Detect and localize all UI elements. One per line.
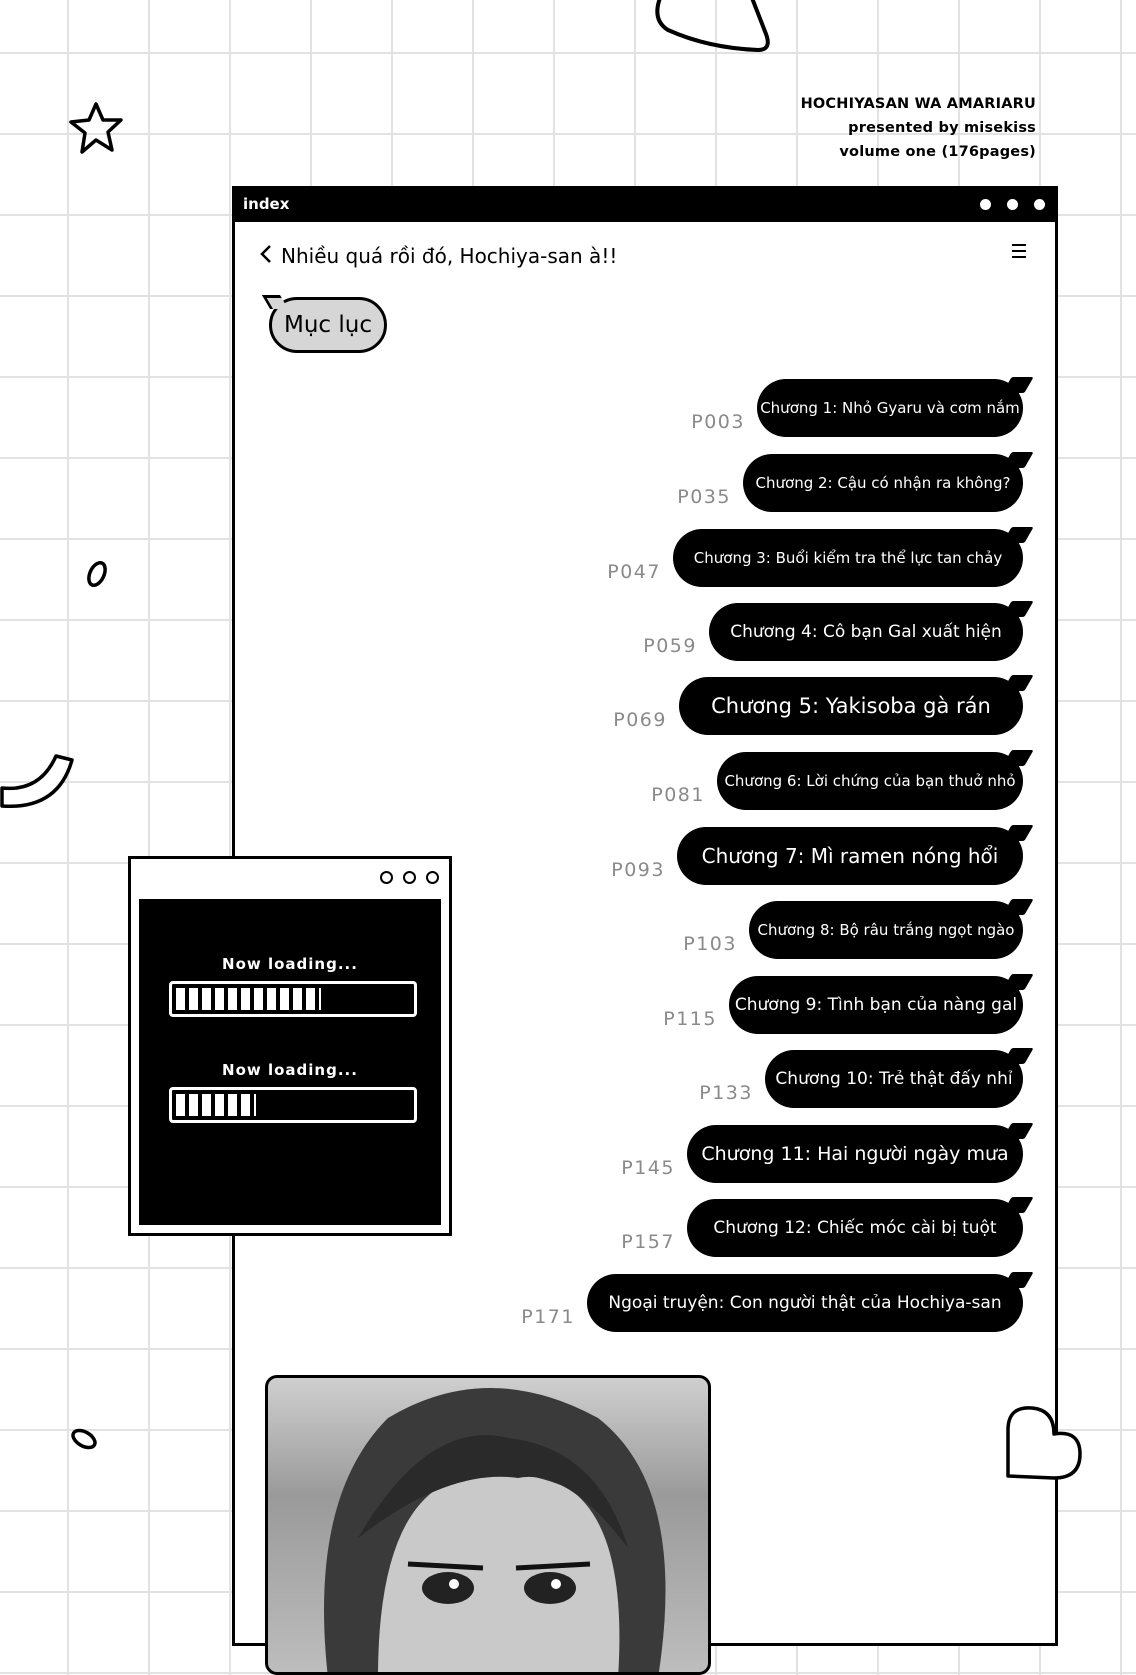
illustration-drawing xyxy=(324,1388,666,1672)
chapter-row[interactable]: P133 Chương 10: Trẻ thật đấy nhỉ xyxy=(645,1050,1023,1108)
window-titlebar: index xyxy=(235,189,1055,222)
window-dot-icon[interactable] xyxy=(980,199,991,210)
oval-doodle-icon xyxy=(87,560,107,588)
chapter-bubble[interactable]: Chương 11: Hai người ngày mưa xyxy=(687,1125,1023,1183)
credits-block: HOCHIYASAN WA AMARIARU presented by mise… xyxy=(801,92,1036,164)
window-dot-icon[interactable] xyxy=(1007,199,1018,210)
progress-bar-1 xyxy=(169,981,417,1017)
chapter-bubble[interactable]: Chương 7: Mì ramen nóng hổi xyxy=(677,827,1023,885)
oval-doodle-icon-2 xyxy=(71,1428,97,1450)
chapter-bubble[interactable]: Chương 5: Yakisoba gà rán xyxy=(679,677,1023,735)
loading-label-1: Now loading... xyxy=(222,955,358,973)
chapter-page-number: P093 xyxy=(611,859,665,881)
chapter-page-number: P133 xyxy=(699,1082,753,1104)
index-window: index Nhiều quá rồi đó, Hochiya-san à!! … xyxy=(232,186,1058,1675)
chapter-page-number: P103 xyxy=(683,933,737,955)
toc-label: Mục lục xyxy=(284,312,372,338)
loading-window: Now loading... Now loading... xyxy=(128,856,452,1236)
chapter-bubble[interactable]: Chương 12: Chiếc móc cài bị tuột xyxy=(687,1199,1023,1257)
chapter-page-number: P145 xyxy=(621,1157,675,1179)
chapter-bubble[interactable]: Chương 2: Cậu có nhận ra không? xyxy=(743,454,1023,512)
progress-bar-2 xyxy=(169,1087,417,1123)
circle-icon[interactable] xyxy=(426,871,439,884)
chapter-row[interactable]: P069 Chương 5: Yakisoba gà rán xyxy=(559,677,1023,735)
chat-title: Nhiều quá rồi đó, Hochiya-san à!! xyxy=(281,244,618,268)
triangle-doodle-icon xyxy=(655,0,770,52)
window-controls xyxy=(980,199,1045,210)
chapter-bubble[interactable]: Chương 10: Trẻ thật đấy nhỉ xyxy=(765,1050,1023,1108)
chapter-bubble[interactable]: Chương 3: Buổi kiểm tra thể lực tan chảy xyxy=(673,529,1023,587)
chapter-bubble[interactable]: Chương 4: Cô bạn Gal xuất hiện xyxy=(709,603,1023,661)
chapter-page-number: P171 xyxy=(521,1306,575,1328)
chapter-page-number: P003 xyxy=(691,411,745,433)
toc-bubble: Mục lục xyxy=(269,297,387,353)
chapter-row[interactable]: P003 Chương 1: Nhỏ Gyaru và cơm nắm xyxy=(637,379,1023,437)
chapter-row[interactable]: P059 Chương 4: Cô bạn Gal xuất hiện xyxy=(589,603,1023,661)
credit-line: presented by misekiss xyxy=(848,120,1036,136)
series-title: HOCHIYASAN WA AMARIARU xyxy=(800,96,1036,112)
chapter-bubble[interactable]: Chương 6: Lời chứng của bạn thuở nhỏ xyxy=(717,752,1023,810)
chapter-page-number: P115 xyxy=(663,1008,717,1030)
star-doodle-icon xyxy=(69,102,123,154)
chapter-row[interactable]: P047 Chương 3: Buổi kiểm tra thể lực tan … xyxy=(553,529,1023,587)
chapter-row[interactable]: P115 Chương 9: Tình bạn của nàng gal xyxy=(609,976,1023,1034)
chapter-bubble[interactable]: Chương 1: Nhỏ Gyaru và cơm nắm xyxy=(757,379,1023,437)
chapter-bubble[interactable]: Chương 8: Bộ râu trắng ngọt ngào xyxy=(749,901,1023,959)
circle-icon[interactable] xyxy=(403,871,416,884)
loading-label-2: Now loading... xyxy=(222,1061,358,1079)
chapter-page-number: P069 xyxy=(613,709,667,731)
circle-icon[interactable] xyxy=(380,871,393,884)
chapter-page-number: P035 xyxy=(677,486,731,508)
chapter-row[interactable]: P093 Chương 7: Mì ramen nóng hổi xyxy=(557,827,1023,885)
chapter-row[interactable]: P103 Chương 8: Bộ râu trắng ngọt ngào xyxy=(629,901,1023,959)
hamburger-menu-icon[interactable] xyxy=(1011,241,1027,266)
window-dot-icon[interactable] xyxy=(1034,199,1045,210)
chevron-left-icon[interactable] xyxy=(259,243,273,271)
chapter-row[interactable]: P081 Chương 6: Lời chứng của bạn thuở nhỏ xyxy=(597,752,1023,810)
chapter-row[interactable]: P157 Chương 12: Chiếc móc cài bị tuột xyxy=(567,1199,1023,1257)
progress-fill-1 xyxy=(176,988,322,1010)
chapter-page-number: P081 xyxy=(651,784,705,806)
chapter-row[interactable]: P171 Ngoại truyện: Con người thật của Hoc… xyxy=(467,1274,1023,1332)
chapter-bubble[interactable]: Chương 9: Tình bạn của nàng gal xyxy=(729,976,1023,1034)
heart-doodle-icon xyxy=(1006,1406,1082,1480)
chapter-bubble[interactable]: Ngoại truyện: Con người thật của Hochiya… xyxy=(587,1274,1023,1332)
arc-doodle-icon xyxy=(0,754,74,809)
chapter-row[interactable]: P035 Chương 2: Cậu có nhận ra không? xyxy=(623,454,1023,512)
chat-navbar: Nhiều quá rồi đó, Hochiya-san à!! xyxy=(259,241,1027,271)
window-title: index xyxy=(243,195,290,213)
loading-screen: Now loading... Now loading... xyxy=(139,899,441,1225)
chapter-page-number: P059 xyxy=(643,635,697,657)
chapter-row[interactable]: P145 Chương 11: Hai người ngày mưa xyxy=(567,1125,1023,1183)
character-illustration xyxy=(265,1375,711,1675)
progress-fill-2 xyxy=(176,1094,256,1116)
volume-line: volume one (176pages) xyxy=(839,144,1036,160)
chapter-page-number: P047 xyxy=(607,561,661,583)
loading-window-controls xyxy=(380,871,439,884)
chapter-page-number: P157 xyxy=(621,1231,675,1253)
